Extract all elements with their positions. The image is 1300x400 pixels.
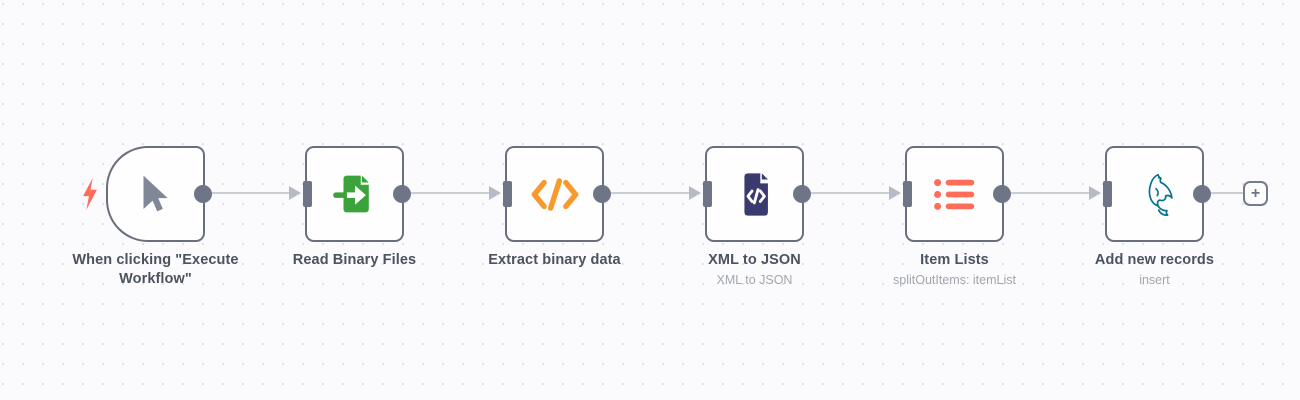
connection-line[interactable] xyxy=(404,192,489,194)
node-subtitle: insert xyxy=(1139,273,1170,288)
node-read-binary-files: Read Binary Files xyxy=(293,146,416,268)
node-box[interactable] xyxy=(503,146,611,242)
input-connector[interactable] xyxy=(503,181,512,207)
node-when-clicking-execute-workflow: When clicking "Execute Workflow" xyxy=(72,146,238,287)
connection-arrow-icon xyxy=(489,186,501,200)
output-connector[interactable] xyxy=(194,185,212,203)
xml-document-icon xyxy=(743,172,768,216)
connection-line[interactable] xyxy=(1204,192,1243,194)
code-brackets-icon xyxy=(531,177,578,211)
node-box[interactable] xyxy=(303,146,411,242)
connection-arrow-icon xyxy=(689,186,701,200)
output-connector[interactable] xyxy=(1193,185,1211,203)
cursor-icon xyxy=(143,175,168,212)
node-subtitle: splitOutItems: itemList xyxy=(893,273,1016,288)
plus-icon: + xyxy=(1250,184,1261,202)
node-extract-binary-data: Extract binary data xyxy=(488,146,621,268)
connection-line[interactable] xyxy=(804,192,889,194)
node-title: Add new records xyxy=(1094,252,1215,268)
output-connector[interactable] xyxy=(393,185,411,203)
node-add-new-records: Add new records insert xyxy=(1095,146,1214,287)
connection-arrow-icon xyxy=(889,186,901,200)
bullet-list-icon xyxy=(933,178,974,210)
mysql-dolphin-icon xyxy=(1148,173,1173,216)
connection-arrow-icon xyxy=(1089,186,1101,200)
node-item-lists: Item Lists splitOutItems: itemList xyxy=(893,146,1016,287)
node-title: Item Lists xyxy=(920,252,989,268)
output-connector[interactable] xyxy=(793,185,811,203)
node-box[interactable] xyxy=(703,146,811,242)
node-title: XML to JSON xyxy=(708,252,801,268)
node-xml-to-json: XML to JSON XML to JSON xyxy=(703,146,811,287)
file-import-icon xyxy=(332,175,369,213)
input-connector[interactable] xyxy=(303,181,312,207)
input-connector[interactable] xyxy=(703,181,712,207)
node-box-trigger[interactable] xyxy=(106,146,212,242)
connection-arrow-icon xyxy=(289,186,301,200)
add-node-button[interactable]: + xyxy=(1243,181,1268,206)
input-connector[interactable] xyxy=(1103,181,1112,207)
output-connector[interactable] xyxy=(993,185,1011,203)
node-title: Extract binary data xyxy=(488,252,621,268)
node-subtitle: XML to JSON xyxy=(716,273,793,288)
output-connector[interactable] xyxy=(593,185,611,203)
node-box[interactable] xyxy=(903,146,1011,242)
lightning-bolt-icon xyxy=(83,178,97,210)
connection-line[interactable] xyxy=(205,192,290,194)
input-connector[interactable] xyxy=(903,181,912,207)
connection-line[interactable] xyxy=(604,192,689,194)
node-box[interactable] xyxy=(1103,146,1211,242)
connection-line[interactable] xyxy=(1004,192,1089,194)
node-title: When clicking "Execute Workflow" xyxy=(72,252,239,288)
node-title: Read Binary Files xyxy=(292,252,417,268)
